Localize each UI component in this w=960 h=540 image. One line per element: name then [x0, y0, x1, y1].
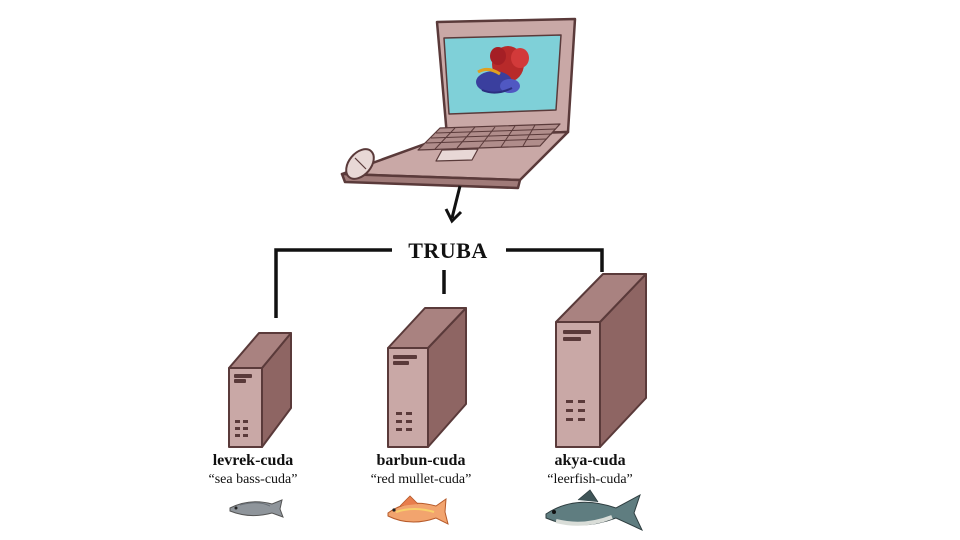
node-nickname: “leerfish-cuda”: [547, 472, 633, 487]
server-tower-icon: [387, 307, 467, 448]
protein-structure-image: [476, 46, 529, 94]
laptop-icon: [340, 17, 577, 190]
node-name: levrek-cuda: [212, 452, 294, 469]
hub-label: TRUBA: [408, 238, 488, 263]
server-tower-icon: [555, 273, 647, 448]
connector-lines: [274, 248, 604, 318]
node-nickname: “sea bass-cuda”: [208, 472, 298, 487]
arrow-down-icon: [444, 185, 463, 224]
sea-bass-fish-icon: [229, 499, 284, 518]
red-mullet-fish-icon: [387, 495, 449, 525]
leerfish-fish-icon: [545, 489, 644, 532]
node-name: akya-cuda: [554, 452, 626, 469]
node-nickname: “red mullet-cuda”: [370, 472, 472, 487]
mouse-icon: [345, 148, 375, 180]
node-name: barbun-cuda: [376, 452, 466, 469]
server-tower-icon: [228, 332, 292, 448]
